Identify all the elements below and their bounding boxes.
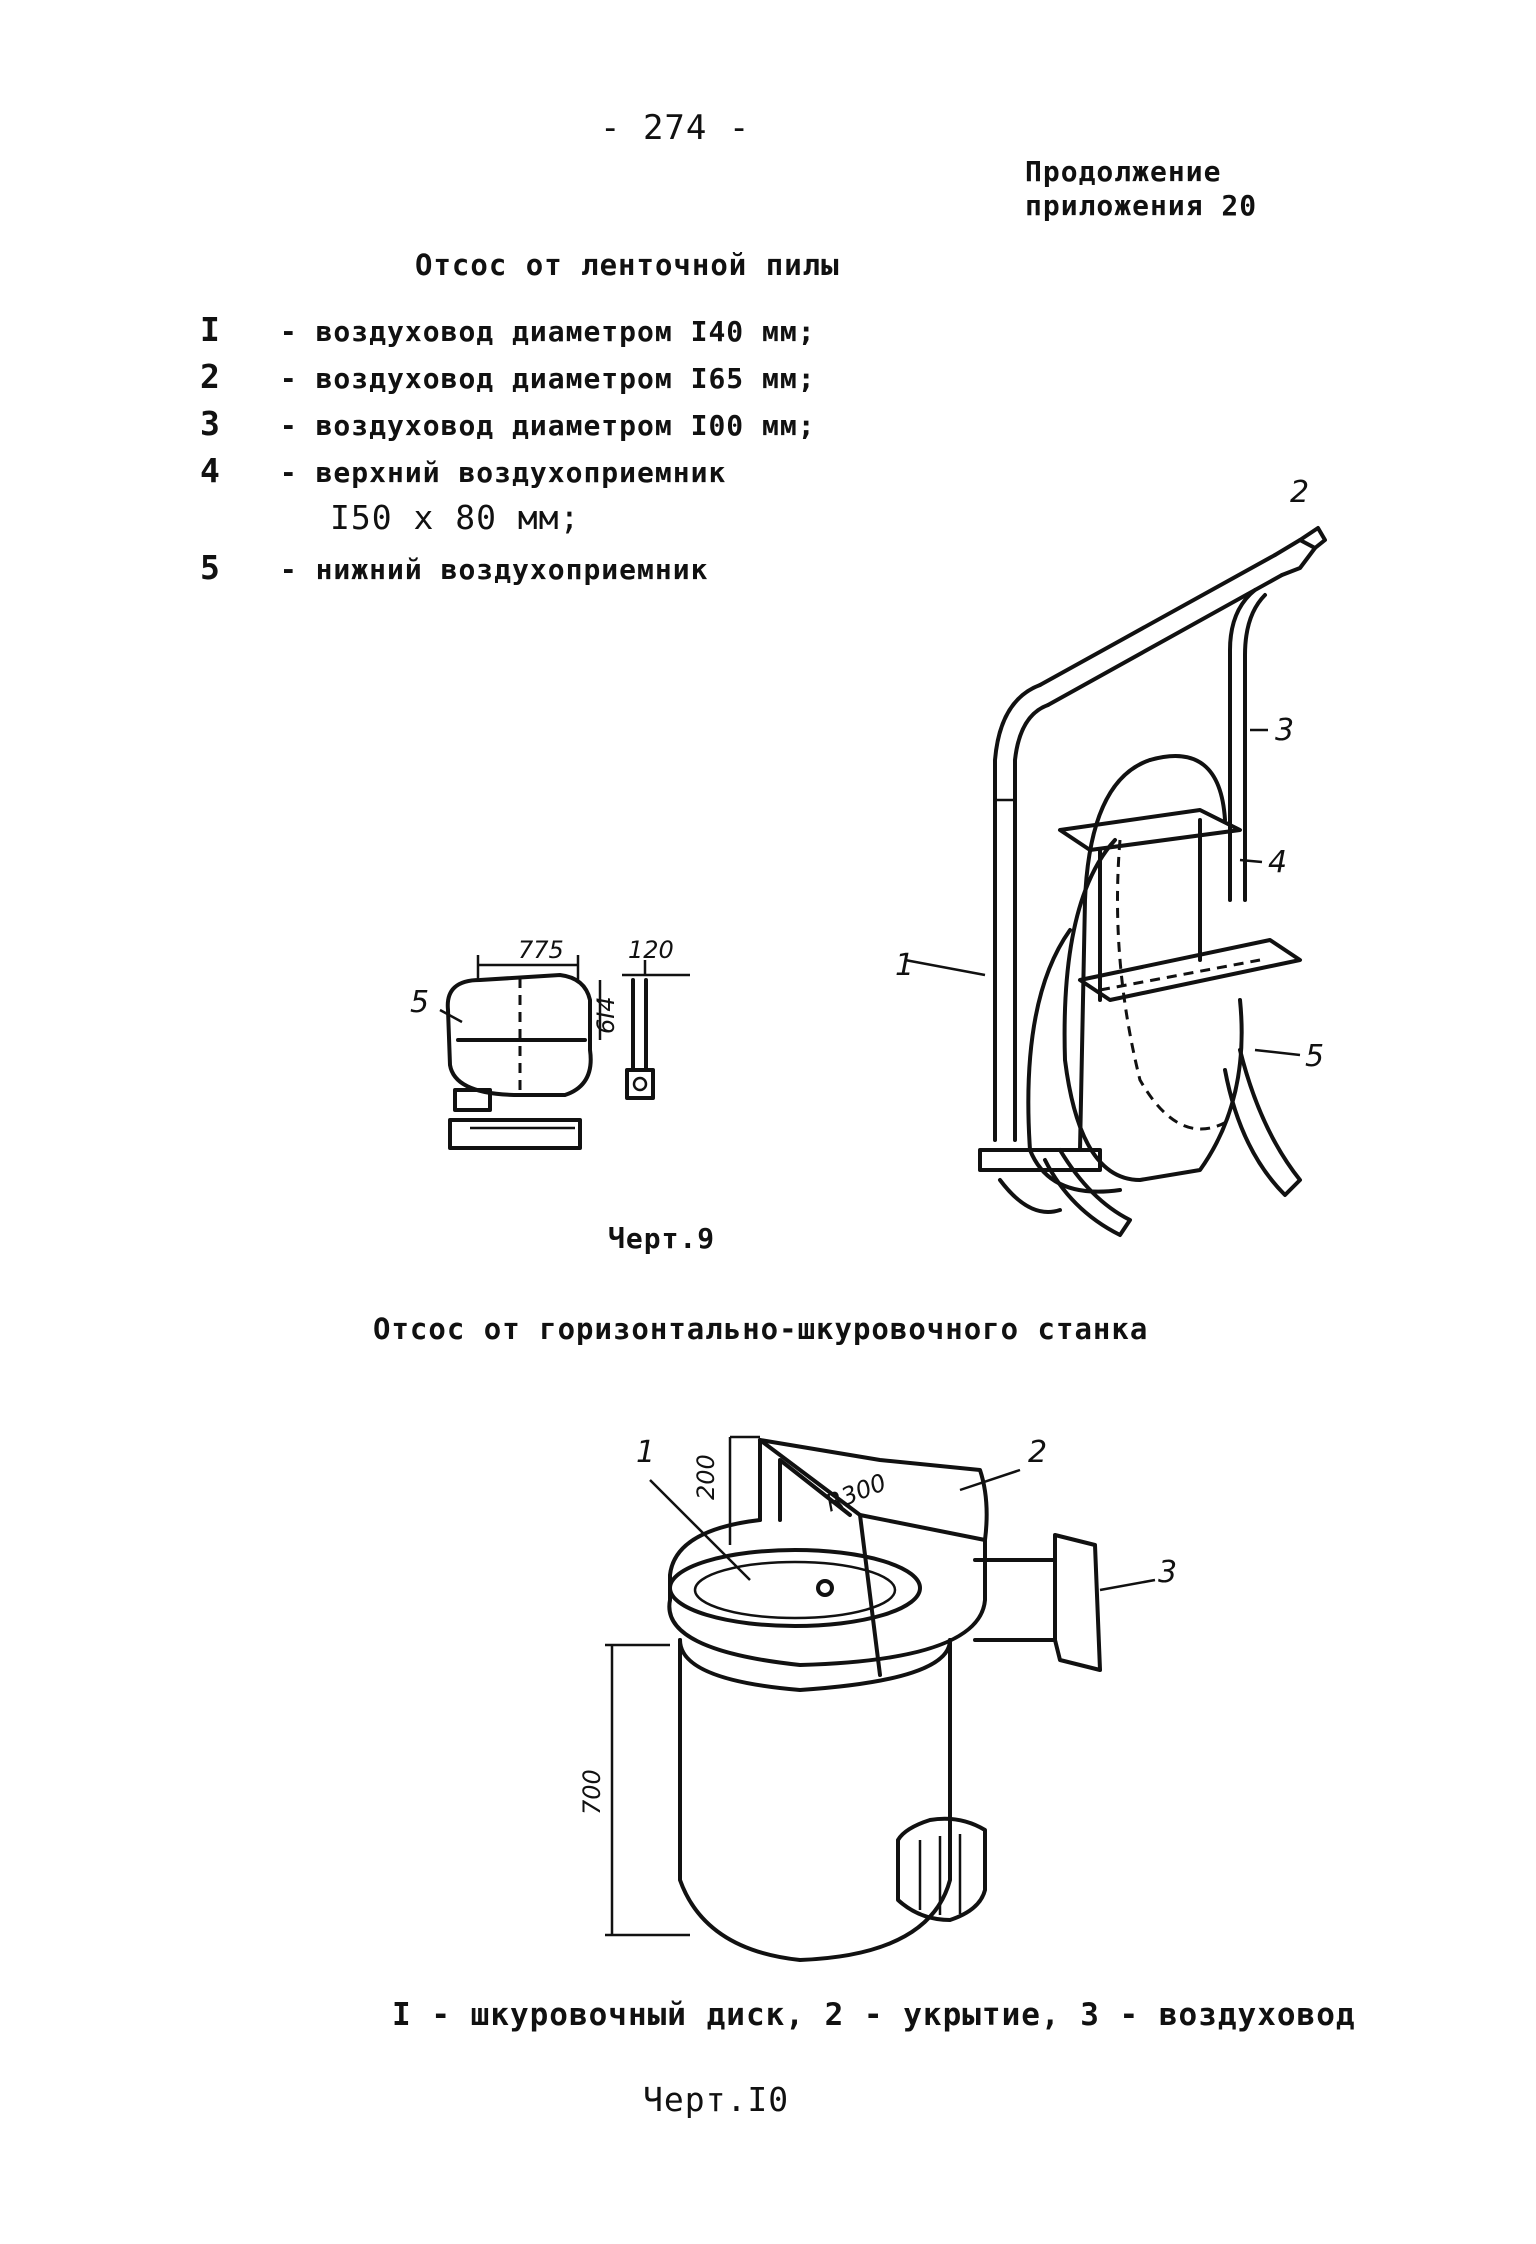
- legend-item-text: воздуховод диаметром I00 мм;: [315, 409, 816, 442]
- legend-item-text: воздуховод диаметром I65 мм;: [315, 362, 816, 395]
- band-saw-label-5: 5: [1305, 1039, 1324, 1074]
- dim-height: 6I4: [592, 996, 620, 1034]
- band-saw-small-view: 775 120 6I4 5: [410, 936, 690, 1150]
- band-saw-label-4: 4: [1268, 845, 1287, 880]
- legend-item-3: 3 - воздуховод диаметром I00 мм;: [200, 404, 816, 443]
- legend-item-text: верхний воздухоприемник: [315, 456, 727, 489]
- figure9-caption: Черт.9: [608, 1222, 716, 1255]
- sander-label-1: 1: [636, 1435, 655, 1470]
- legend-item-num: I: [200, 310, 221, 349]
- page-number: - 274 -: [600, 108, 751, 148]
- sander-label-2: 2: [1028, 1435, 1047, 1470]
- figure10-caption: Черт.I0: [643, 2080, 790, 2119]
- legend-item-num: 2: [200, 357, 221, 396]
- legend-item-5: 5 - нижний воздухоприемник: [200, 548, 709, 587]
- dim-top: 200: [692, 1454, 720, 1500]
- legend-item-text: воздуховод диаметром I40 мм;: [315, 315, 816, 348]
- sander-label-3: 3: [1158, 1555, 1177, 1590]
- legend-item-4-size: I50 x 80 мм;: [330, 498, 581, 537]
- legend-item-4: 4 - верхний воздухоприемник: [200, 451, 727, 490]
- continuation-line-1: Продолжение: [1025, 155, 1222, 188]
- legend-item-1: I - воздуховод диаметром I40 мм;: [200, 310, 816, 349]
- small-view-label-5: 5: [410, 985, 429, 1020]
- dim-height: 700: [578, 1769, 606, 1815]
- dim-side: 120: [628, 936, 674, 964]
- continuation-line-2: приложения 20: [1025, 189, 1258, 222]
- figure9-title: Отсос от ленточной пилы: [415, 248, 840, 282]
- sanding-machine-view: 1 2 3 R300 200 700: [578, 1435, 1177, 1962]
- legend-item-num: 5: [200, 548, 221, 587]
- legend-item-num: 3: [200, 404, 221, 443]
- band-saw-label-1: 1: [895, 948, 914, 983]
- legend-item-num: 4: [200, 451, 221, 490]
- dim-width: 775: [518, 936, 564, 964]
- legend-item-2: 2 - воздуховод диаметром I65 мм;: [200, 357, 816, 396]
- band-saw-label-2: 2: [1290, 475, 1309, 510]
- continuation-note: Продолжение приложения 20: [1025, 155, 1257, 223]
- band-saw-label-3: 3: [1275, 713, 1294, 748]
- legend-item-text: нижний воздухоприемник: [315, 553, 709, 586]
- band-saw-isometric-view: 1 2 3 4 5: [895, 475, 1327, 1237]
- figure10-title: Отсос от горизонтально-шкуровочного стан…: [373, 1312, 1149, 1346]
- figure10-legend: I - шкуровочный диск, 2 - укрытие, 3 - в…: [392, 1997, 1356, 2033]
